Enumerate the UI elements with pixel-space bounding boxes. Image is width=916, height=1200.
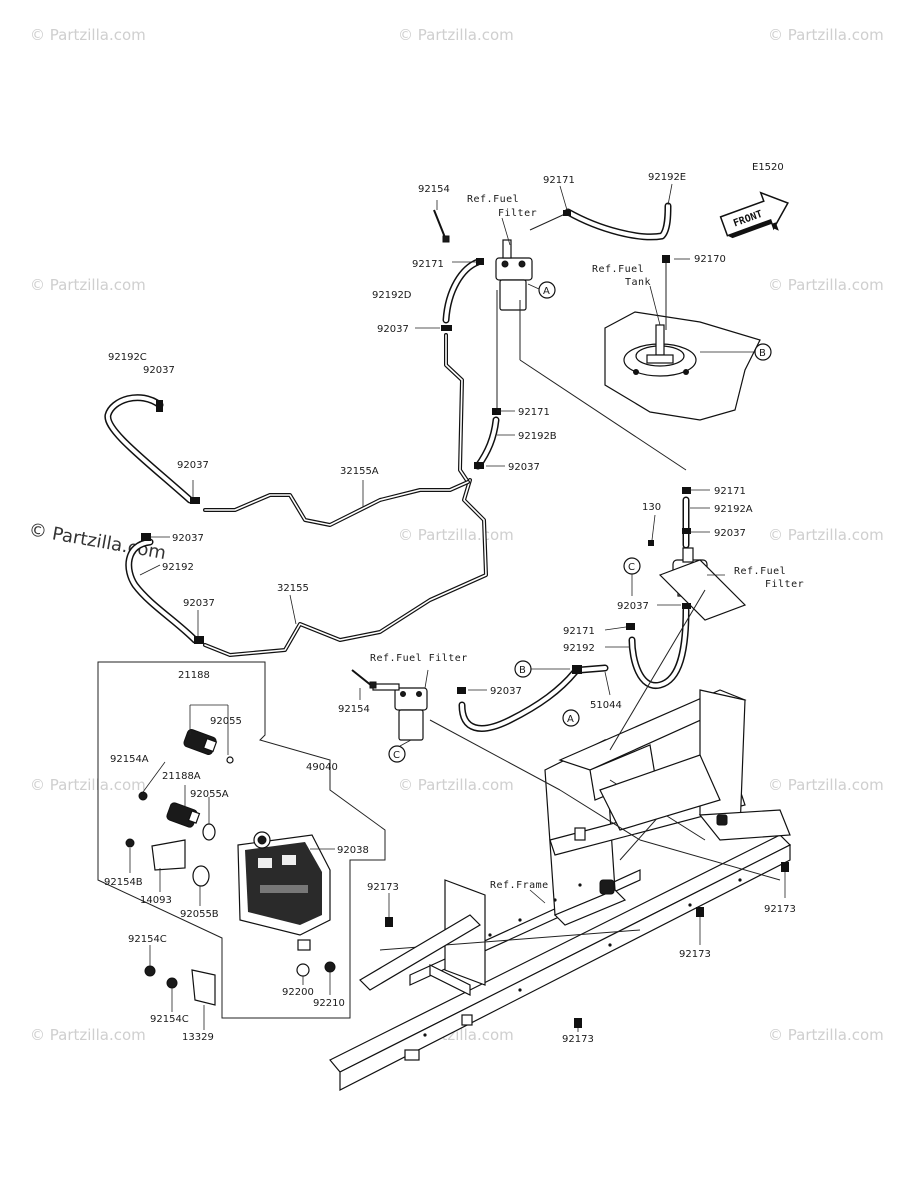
fuel-lines [104, 202, 781, 881]
watermark-text: © Partzilla.com [768, 1026, 884, 1044]
watermark-text: © Partzilla.com [768, 276, 884, 294]
ref-fuel-tank-line2: Tank [625, 277, 651, 288]
callout-c-2 [388, 745, 406, 763]
part-label: 92037 [508, 462, 540, 473]
part-label: 92192E [648, 172, 686, 183]
watermark-text: © Partzilla.com [398, 526, 514, 544]
part-label: 92055B [180, 909, 219, 920]
ref-fuel-tank-line1: Ref.Fuel [592, 264, 644, 275]
fuel-filter-mid [372, 683, 428, 741]
part-label: 49040 [306, 762, 338, 773]
part-label: 92037 [183, 598, 215, 609]
part-label: 92055A [190, 789, 229, 800]
ref-fuel-filter-right-line2: Filter [765, 579, 804, 590]
solenoids [125, 729, 234, 1006]
part-label: 92037 [177, 460, 209, 471]
part-label: 92037 [143, 365, 175, 376]
callout-a [538, 281, 556, 299]
part-label: 92192 [162, 562, 194, 573]
part-label: 92037 [172, 533, 204, 544]
part-label: 32155 [277, 583, 309, 594]
diagram-code: E1520 [752, 162, 784, 173]
part-label: 92055 [210, 716, 242, 727]
callout-c-2-label: C [393, 750, 400, 761]
part-label: 92173 [367, 882, 399, 893]
callout-a-label: A [543, 286, 550, 297]
part-label: 92192C [108, 352, 147, 363]
part-label: 92192 [563, 643, 595, 654]
part-label: 92154B [104, 877, 143, 888]
part-label: 92037 [714, 528, 746, 539]
part-label: 92154 [418, 184, 450, 195]
watermark-text: © Partzilla.com [30, 1026, 146, 1044]
part-label: 92173 [562, 1034, 594, 1045]
watermark-text: © Partzilla.com [30, 26, 146, 44]
part-label: 92173 [679, 949, 711, 960]
part-label: 92171 [543, 175, 575, 186]
part-label: 21188 [178, 670, 210, 681]
part-label: 13329 [182, 1032, 214, 1043]
ref-frame: Ref.Frame [490, 880, 549, 891]
part-label: 92037 [617, 601, 649, 612]
ref-fuel-filter-right-line1: Ref.Fuel [734, 566, 786, 577]
fuel-filter-top [495, 239, 533, 311]
watermark-text: © Partzilla.com [768, 776, 884, 794]
vehicle-frame [329, 689, 792, 1091]
watermark-text: © Partzilla.com [768, 26, 884, 44]
part-label: 92171 [412, 259, 444, 270]
leader-lines [129, 183, 786, 1032]
reference-labels: Ref.Fuel Filter Ref.Fuel Tank Ref.Fuel F… [370, 194, 804, 891]
callout-a-2-label: A [567, 714, 574, 725]
fuel-tank [604, 311, 761, 421]
part-label: 92210 [313, 998, 345, 1009]
part-label: 92037 [490, 686, 522, 697]
part-label: 92154A [110, 754, 149, 765]
part-label: 92171 [714, 486, 746, 497]
hose-clamps [141, 210, 789, 1028]
watermark-text: © Partzilla.com [398, 26, 514, 44]
part-label: 92038 [337, 845, 369, 856]
part-label: 92171 [563, 626, 595, 637]
injection-pump [237, 831, 336, 977]
part-label: 92171 [518, 407, 550, 418]
callout-circles: A B C B A C [388, 281, 772, 763]
callout-b-label: B [759, 348, 766, 359]
part-number-labels: 92154 92171 92192E 92170 92171 92192D 92… [104, 172, 796, 1045]
part-label: 92154C [150, 1014, 189, 1025]
ref-fuel-filter-top-line1: Ref.Fuel [467, 194, 519, 205]
part-label: 32155A [340, 466, 379, 477]
part-label: 130 [642, 502, 661, 513]
part-label: 92170 [694, 254, 726, 265]
ref-fuel-filter-top-line2: Filter [498, 208, 537, 219]
part-label: 92154 [338, 704, 370, 715]
part-label: 92192B [518, 431, 557, 442]
callout-a-2 [562, 709, 580, 727]
part-label: 92154C [128, 934, 167, 945]
part-label: 92200 [282, 987, 314, 998]
watermark-text: © Partzilla.com [768, 526, 884, 544]
bolts [351, 209, 450, 689]
fuel-filter-right [658, 547, 747, 621]
watermark-text: © Partzilla.com [30, 776, 146, 794]
part-label: 92192A [714, 504, 753, 515]
part-label: 14093 [140, 895, 172, 906]
callout-c-label: C [628, 562, 635, 573]
watermark-text: © Partzilla.com [30, 276, 146, 294]
part-label: 92173 [764, 904, 796, 915]
part-label: 21188A [162, 771, 201, 782]
part-label: 92037 [377, 324, 409, 335]
pump-assembly-box [97, 661, 386, 1019]
front-arrow-icon: FRONT [719, 191, 789, 239]
callout-b-2-label: B [519, 665, 526, 676]
watermark-text: © Partzilla.com [398, 776, 514, 794]
ref-fuel-filter-mid: Ref.Fuel Filter [370, 653, 468, 664]
part-label: 92192D [372, 290, 412, 301]
part-label: 51044 [590, 700, 622, 711]
